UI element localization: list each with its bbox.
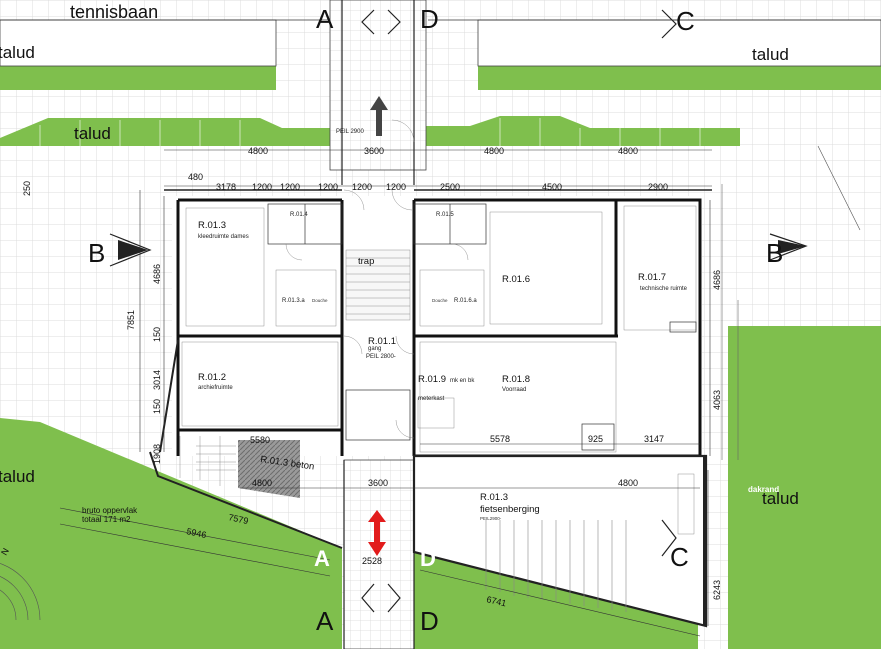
dim-1200-3: 1200: [318, 182, 338, 192]
dim-top-3600: 3600: [364, 146, 384, 156]
room-r011-peil: PEIL 2800-: [366, 354, 396, 360]
dim-5580: 5580: [250, 435, 270, 445]
north-arrow: [0, 563, 41, 621]
section-c-bottom: C: [670, 542, 689, 572]
dim-4800-bottom-2: 4800: [618, 478, 638, 488]
ramp-top: [329, 0, 427, 171]
room-r017-name: technische ruimte: [640, 286, 688, 292]
room-r013-number: R.01.3: [198, 220, 226, 231]
dim-4686-right: 4686: [712, 270, 722, 290]
tennis-area: [0, 19, 277, 67]
room-r013-fiets-number: R.01.3: [480, 492, 508, 503]
room-r012-number: R.01.2: [198, 372, 226, 383]
talud-label-top-left: talud: [0, 43, 35, 62]
dim-150-2: 150: [152, 399, 162, 414]
room-r013-fiets-peil: PEIL2900-: [480, 516, 502, 521]
room-trap: trap: [358, 256, 374, 267]
talud-label-right: talud: [762, 489, 799, 508]
dim-4500: 4500: [542, 182, 562, 192]
dim-1200-5: 1200: [386, 182, 406, 192]
bruto-line-1: bruto oppervlak: [82, 506, 138, 515]
lower-left-wall: [149, 339, 343, 549]
section-c-top: C: [676, 6, 695, 36]
dim-4686-left: 4686: [152, 264, 162, 284]
dakrand-label: dakrand: [748, 485, 779, 494]
dim-6243: 6243: [712, 580, 722, 600]
upper-right-area: [477, 19, 881, 67]
dim-top-4800-3: 4800: [618, 146, 638, 156]
dim-3178: 3178: [216, 182, 236, 192]
fietsenberging-outline: [412, 454, 708, 628]
room-r013a-number: R.01.3.a: [282, 298, 305, 304]
room-r017-number: R.01.7: [638, 272, 666, 283]
dim-4800-bottom-1: 4800: [252, 478, 272, 488]
dim-top-4800-2: 4800: [484, 146, 504, 156]
dim-1200-4: 1200: [352, 182, 372, 192]
dim-top-4800-1: 4800: [248, 146, 268, 156]
dim-3014: 3014: [152, 370, 162, 390]
dim-150-1: 150: [152, 327, 162, 342]
section-b-left: B: [88, 238, 105, 268]
ramp-bottom: [343, 459, 415, 649]
tennisbaan-label: tennisbaan: [70, 2, 158, 22]
dim-480: 480: [188, 172, 203, 182]
dim-250: 250: [22, 181, 32, 196]
dim-7579: 7579: [228, 512, 250, 526]
talud-label-top-right: talud: [752, 45, 789, 64]
dim-7851: 7851: [126, 310, 136, 330]
room-r018-name: Voorraad: [502, 387, 526, 393]
north-label: N: [0, 546, 11, 557]
arrows: [368, 96, 388, 556]
dim-3600-bottom: 3600: [368, 478, 388, 488]
dimension-lines: [59, 149, 712, 637]
section-d-top: D: [420, 4, 439, 34]
green-areas: [0, 66, 881, 649]
section-a-top: A: [316, 4, 334, 34]
section-d-ghost: D: [420, 546, 436, 571]
dim-4063: 4063: [712, 390, 722, 410]
peil-top: PEIL 2900: [336, 129, 364, 135]
bike-racks: [485, 520, 627, 612]
dim-1200-1: 1200: [252, 182, 272, 192]
room-r013-fiets-name: fietsenberging: [480, 504, 540, 515]
room-r015-number: R.01.5: [436, 212, 454, 218]
meterkast-label: meterkast: [418, 396, 445, 402]
building: [172, 119, 702, 458]
dim-2528: 2528: [362, 556, 382, 566]
talud-label-mid-left: talud: [74, 124, 111, 143]
section-cut-glyphs: [109, 9, 808, 613]
room-r012-name: archiefruimte: [198, 385, 233, 391]
dim-6741: 6741: [486, 594, 508, 608]
room-r013a-name: Douche: [312, 298, 328, 303]
room-r016a-number: R.01.6.a: [454, 298, 477, 304]
bruto-line-2: totaal 171 m2: [82, 515, 131, 524]
dim-5946: 5946: [186, 526, 208, 540]
room-r016-number: R.01.6: [502, 274, 530, 285]
section-d-bottom: D: [420, 606, 439, 636]
talud-hatching: [39, 118, 701, 146]
room-r018-number: R.01.8: [502, 374, 530, 385]
section-a-bottom: A: [316, 606, 334, 636]
room-r011-name: gang: [368, 346, 381, 352]
room-r013-name: kleedruimte dames: [198, 234, 249, 240]
room-r019-extra: mk en bk: [450, 378, 475, 384]
section-b-right: B: [766, 238, 783, 268]
talud-label-left: talud: [0, 467, 35, 486]
room-r016a-name: Douche: [432, 298, 448, 303]
dim-3147: 3147: [644, 434, 664, 444]
beton-area: [238, 440, 300, 498]
dim-1200-2: 1200: [280, 182, 300, 192]
dim-925: 925: [588, 434, 603, 444]
room-r014-number: R.01.4: [290, 212, 308, 218]
room-r019-number: R.01.9: [418, 374, 446, 385]
dim-2900: 2900: [648, 182, 668, 192]
dim-5578: 5578: [490, 434, 510, 444]
room-r011-number: R.01.1: [368, 336, 396, 347]
dim-2500: 2500: [440, 182, 460, 192]
dim-1908: 1908: [152, 444, 162, 464]
section-a-ghost: A: [314, 546, 330, 571]
